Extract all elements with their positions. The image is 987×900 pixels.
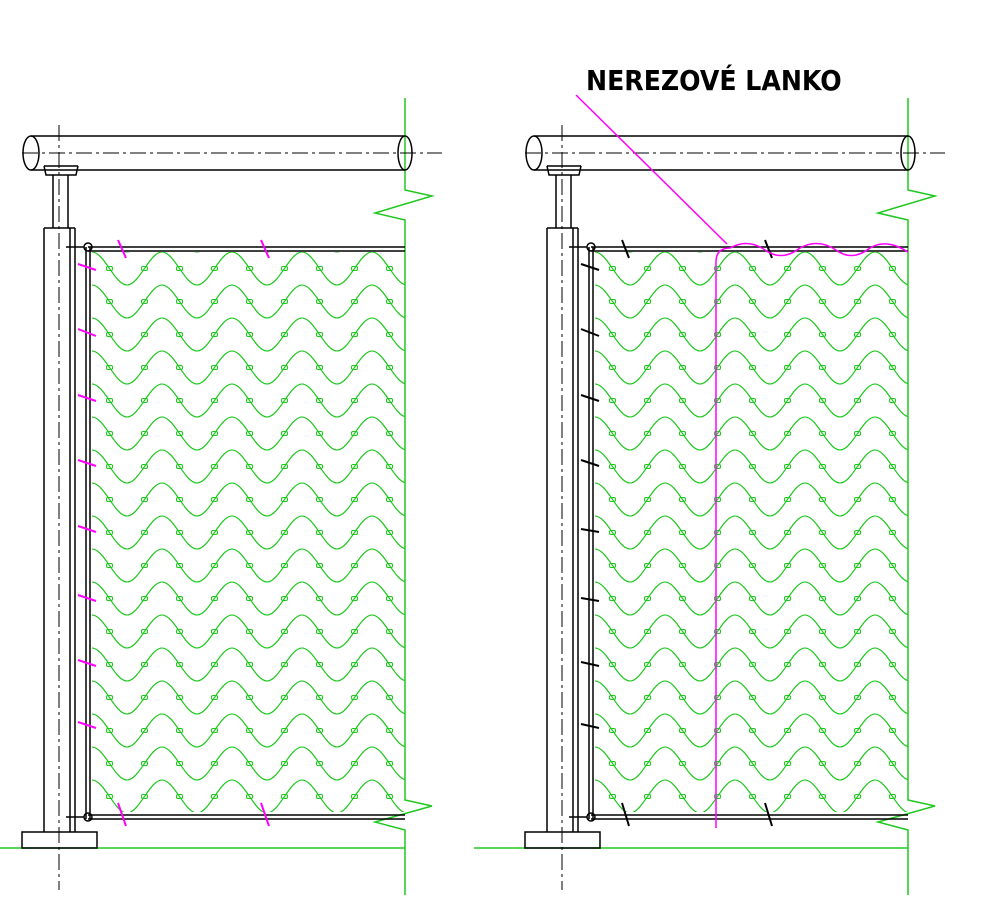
post <box>43 227 76 832</box>
cable-mesh <box>92 252 405 812</box>
handrail-saddle <box>546 165 582 228</box>
highlighted-stainless-cable <box>715 242 909 828</box>
annotation-leader <box>575 94 728 245</box>
wall-boundary-right <box>474 98 938 895</box>
frame-cables <box>569 242 908 822</box>
right-railing-detail <box>474 94 945 895</box>
base-plate <box>21 831 98 849</box>
frame-cables <box>66 242 405 822</box>
mesh-clips <box>580 239 773 827</box>
handrail-saddle <box>43 165 79 228</box>
base-plate <box>524 831 601 849</box>
cable-mesh <box>595 252 908 812</box>
post <box>546 227 579 832</box>
annotation-label: NEREZOVÉ LANKO <box>586 63 842 97</box>
mesh-clips <box>77 239 270 827</box>
left-railing-detail <box>0 98 442 895</box>
